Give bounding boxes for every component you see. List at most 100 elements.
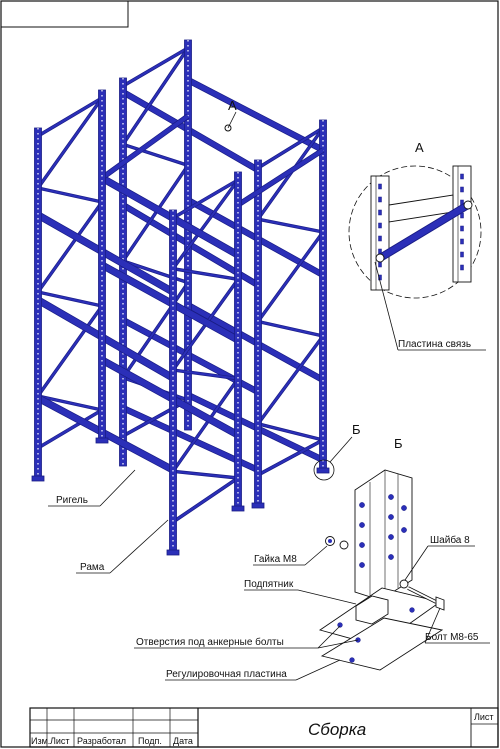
detail-a-upright-right: [452, 165, 472, 283]
foot-2: [95, 437, 109, 444]
foot-5: [251, 502, 265, 509]
detail-b-upright-hole-8: [401, 505, 407, 511]
detail-a-geometry: [370, 165, 473, 291]
detail-b-nut-core: [328, 539, 332, 543]
detail-b-bolt-head: [435, 596, 445, 611]
frame-front-right-top-rung: [172, 179, 239, 219]
detail-a-upright-left-hole: [378, 222, 382, 229]
anchor-leader-2: [317, 625, 341, 649]
frame-leader-2: [109, 519, 169, 574]
label-bolt: Болт М8-65: [425, 632, 479, 643]
detail-b-anchor-hole-1: [337, 622, 343, 628]
corner-stamp-box: [1, 1, 129, 28]
beam-leader-2: [99, 469, 136, 507]
label-nut: Гайка М8: [254, 554, 297, 565]
footplate-leader-2: [297, 589, 357, 605]
detail-b-washer-right: [399, 579, 409, 589]
foot-1: [31, 475, 45, 482]
label-beam: Ригель: [56, 495, 88, 506]
frame-rear-left-brace-2: [122, 164, 189, 262]
detail-a-plate: [377, 202, 471, 261]
upright-rear-4: [254, 159, 262, 506]
frame-front-right-brace-0: [172, 179, 239, 270]
detail-b-upright-hole-0: [359, 502, 365, 508]
detail-a-bolt-2: [463, 200, 473, 210]
beam-link-1: [100, 114, 190, 180]
washer-leader-2: [404, 545, 429, 581]
drawing-title: Сборка: [308, 720, 366, 739]
detail-a-title: А: [415, 140, 424, 155]
foot-3: [166, 549, 180, 556]
frame-front-left-brace-2: [37, 201, 103, 293]
frame-front-left-brace-4: [37, 305, 103, 397]
frame-rear-right-brace-5: [257, 422, 324, 441]
frame-front-left-brace-5: [37, 395, 103, 411]
frame-rear-left-brace-1: [122, 143, 189, 167]
detail-b-upright-hole-6: [388, 534, 394, 540]
detail-a-upright-left-hole: [378, 235, 382, 242]
detail-a-upright-left-hole: [378, 209, 382, 216]
detail-b-title: Б: [394, 436, 403, 451]
detail-a-leader: [227, 111, 237, 129]
frame-front-right-bot-rung: [172, 477, 239, 523]
label-washer: Шайба 8: [430, 534, 470, 546]
frame-front-left-brace-1: [37, 187, 103, 203]
nut-leader-2: [304, 545, 328, 566]
detail-b-anchor-hole-2: [409, 607, 415, 613]
frame-rear-left-brace-4: [122, 282, 189, 379]
label-anchor-holes: Отверстия под анкерные болты: [136, 636, 284, 648]
detail-b-upright-hole-2: [359, 542, 365, 548]
title-block: Изм. Лист Разработал Подп. Дата Сборка Л…: [29, 707, 499, 748]
col-signature: Подп.: [138, 736, 162, 746]
frame-rear-right-brace-1: [257, 218, 324, 233]
label-frame: Рама: [80, 562, 105, 573]
detail-b-leader: [329, 436, 353, 463]
detail-b-marker: Б: [352, 422, 361, 437]
anchor-leader-3: [317, 639, 359, 649]
detail-b-marker-circle: [313, 459, 335, 481]
detail-a-upright-right-hole: [460, 186, 464, 193]
detail-b-upright-hole-7: [388, 554, 394, 560]
detail-b-upright-hole-9: [401, 527, 407, 533]
beam-back-top: [186, 77, 325, 153]
detail-a-marker-circle: [224, 124, 232, 132]
frame-rear-left-top-rung: [122, 47, 189, 87]
frame-front-right-brace-3: [172, 369, 239, 380]
detail-a-upright-right-hole: [460, 251, 464, 258]
frame-rear-right-brace-2: [257, 231, 324, 323]
detail-a-upright-left-hole: [378, 196, 382, 203]
rack-assembly: [31, 39, 330, 556]
detail-a-upright-left-hole: [378, 261, 382, 268]
frame-front-right-brace-4: [172, 378, 239, 472]
bolt-leader-2: [424, 607, 441, 644]
detail-b-adjust-plate: [320, 617, 444, 671]
adjust-leader-2: [295, 659, 341, 681]
detail-b-upright-hole-1: [359, 522, 365, 528]
detail-a-upright-left-hole: [378, 183, 382, 190]
foot-6: [316, 467, 330, 474]
frame-front-right-brace-1: [172, 267, 239, 281]
sheet-label: Лист: [474, 712, 494, 722]
detail-b-adjust-hole-2: [349, 657, 355, 663]
detail-b-upright-hole-4: [388, 494, 394, 500]
frame-front-left-brace-3: [37, 291, 103, 307]
col-developer: Разработал: [77, 736, 126, 746]
frame-rear-left-brace-0: [122, 47, 189, 145]
detail-b-footplate-bracket: [355, 595, 389, 625]
col-date: Дата: [173, 736, 193, 746]
detail-a-bolt-1: [375, 253, 385, 263]
title-block-frame: [29, 707, 499, 748]
label-footplate: Подпятник: [244, 579, 294, 590]
frame-rear-right-top-rung: [257, 127, 324, 169]
detail-a-marker: А: [228, 98, 237, 113]
frame-front-right-brace-5: [172, 470, 239, 479]
label-plate-link: Пластина связь: [398, 339, 471, 350]
detail-b-upright-hole-3: [359, 562, 365, 568]
frame-rear-right-brace-4: [257, 335, 324, 425]
detail-a-upright-left: [370, 175, 390, 291]
detail-a-view: [348, 165, 482, 299]
beam-link-2: [236, 148, 325, 207]
label-adjust-plate: Регулировочная пластина: [166, 669, 287, 680]
detail-b-view: [318, 469, 445, 671]
